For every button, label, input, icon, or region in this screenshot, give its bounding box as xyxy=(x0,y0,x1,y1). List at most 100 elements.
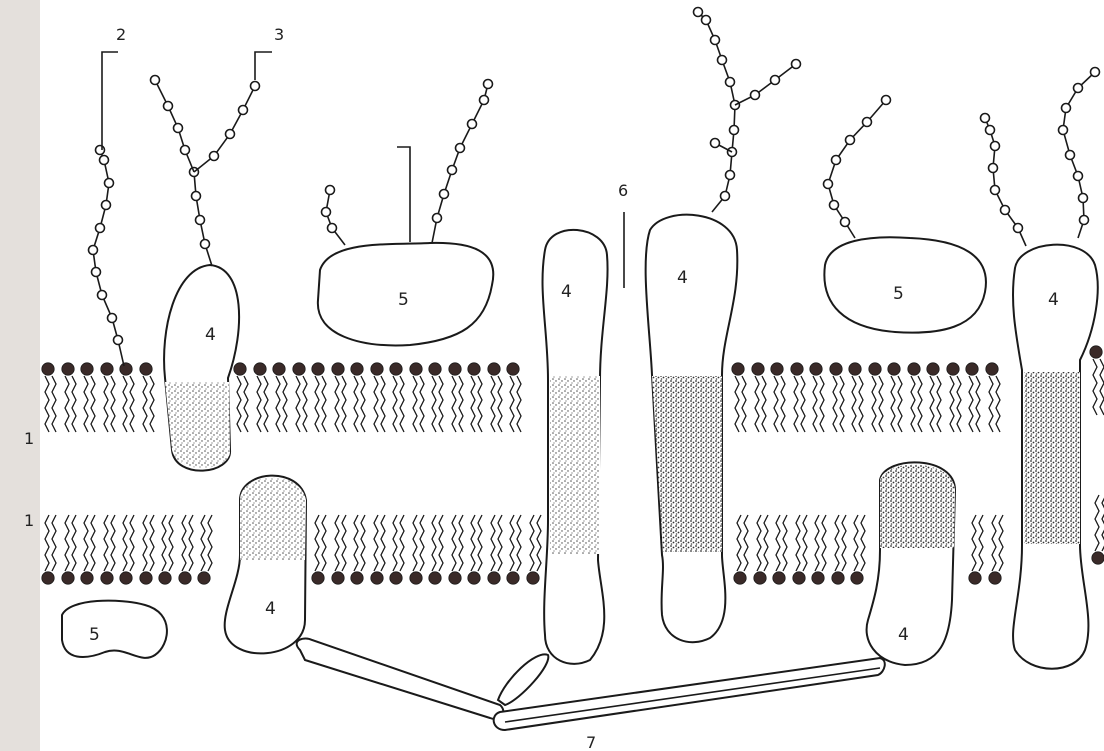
sugar-bead xyxy=(1066,151,1075,160)
lipid-tail xyxy=(517,515,521,571)
lipid-tail xyxy=(794,376,798,432)
sugar-bead xyxy=(151,76,160,85)
sugar-bead xyxy=(328,224,337,233)
lipid-tail xyxy=(130,515,134,571)
sugar-chain xyxy=(194,86,255,172)
bracket-5-top xyxy=(397,147,410,242)
lipid-tail xyxy=(84,515,88,571)
lipid-tail xyxy=(957,376,961,432)
lipid-tail xyxy=(803,515,807,571)
phospholipid-head xyxy=(793,572,805,584)
phospholipid-head xyxy=(488,363,500,375)
sugar-bead xyxy=(440,190,449,199)
phospholipid-head xyxy=(81,363,93,375)
lipid-tail xyxy=(432,376,436,432)
lipid-tail xyxy=(432,515,436,571)
phospholipid-head xyxy=(449,572,461,584)
label-5-right: 5 xyxy=(893,284,904,304)
lipid-tail xyxy=(374,376,378,432)
phospholipid-head xyxy=(312,363,324,375)
phospholipid-head xyxy=(507,572,519,584)
lipid-tail xyxy=(381,515,385,571)
phospholipid-head xyxy=(351,363,363,375)
sugar-bead xyxy=(433,214,442,223)
lipid-tail xyxy=(937,376,941,432)
lipid-tail xyxy=(972,515,976,571)
phospholipid-head xyxy=(754,572,766,584)
lipid-tail xyxy=(143,515,147,571)
lipid-tail xyxy=(999,515,1003,571)
phospholipid-head xyxy=(332,363,344,375)
lipid-tail xyxy=(45,376,49,432)
lipid-tail xyxy=(315,376,319,432)
sugar-bead xyxy=(771,76,780,85)
lipid-tail xyxy=(322,515,326,571)
phospholipid-head xyxy=(966,363,978,375)
phospholipid-head xyxy=(390,572,402,584)
sugar-bead xyxy=(1059,126,1068,135)
sugar-bead xyxy=(991,142,1000,151)
lipid-tail xyxy=(459,515,463,571)
phospholipid-head xyxy=(830,363,842,375)
phospholipid-head xyxy=(198,572,210,584)
sugar-bead xyxy=(96,224,105,233)
sugar-bead xyxy=(100,156,109,165)
lipid-tail xyxy=(918,376,922,432)
lipid-tail xyxy=(123,515,127,571)
sugar-bead xyxy=(196,216,205,225)
phospholipid-head xyxy=(390,363,402,375)
lipid-tail xyxy=(764,515,768,571)
lipid-tail xyxy=(354,515,358,571)
label-5-left: 5 xyxy=(89,625,100,645)
phospholipid-head xyxy=(888,363,900,375)
sugar-bead xyxy=(226,130,235,139)
lipid-tail xyxy=(872,376,876,432)
lipid-tail xyxy=(498,515,502,571)
lipid-tail xyxy=(742,376,746,432)
lipid-tail xyxy=(911,376,915,432)
lipid-tail xyxy=(52,376,56,432)
sugar-bead xyxy=(1079,194,1088,203)
phospholipid-head xyxy=(488,572,500,584)
sugar-bead xyxy=(726,171,735,180)
lipid-tail xyxy=(208,515,212,571)
sugar-chain xyxy=(735,64,796,105)
phospholipid-head xyxy=(969,572,981,584)
lipid-tail xyxy=(420,515,424,571)
sugar-bead xyxy=(96,146,105,155)
lipid-tail xyxy=(471,376,475,432)
lipid-tail xyxy=(276,376,280,432)
sugar-bead xyxy=(164,102,173,111)
sugar-bead xyxy=(711,36,720,45)
sugar-bead xyxy=(726,78,735,87)
sugar-bead xyxy=(239,106,248,115)
sugar-bead xyxy=(1074,172,1083,181)
lipid-tail xyxy=(182,515,186,571)
sugar-bead xyxy=(730,126,739,135)
sugar-bead xyxy=(751,91,760,100)
lipid-tail xyxy=(420,376,424,432)
label-4-c: 4 xyxy=(561,282,572,302)
lipid-tail xyxy=(72,376,76,432)
phospholipid-head xyxy=(254,363,266,375)
lipid-tail xyxy=(801,376,805,432)
phospholipid-head xyxy=(62,572,74,584)
phospholipid-head xyxy=(732,363,744,375)
sugar-bead xyxy=(702,16,711,25)
lipid-tail xyxy=(104,376,108,432)
phospholipid-head xyxy=(986,363,998,375)
phospholipid-head xyxy=(371,572,383,584)
lipid-tail xyxy=(842,515,846,571)
phospholipid-head xyxy=(989,572,1001,584)
lipid-tail xyxy=(84,376,88,432)
lipid-tail xyxy=(257,376,261,432)
sugar-bead xyxy=(92,268,101,277)
phospholipid-head xyxy=(179,572,191,584)
lipid-tail xyxy=(783,515,787,571)
sugar-bead xyxy=(989,164,998,173)
lipid-tail xyxy=(104,515,108,571)
sugar-bead xyxy=(792,60,801,69)
sugar-bead xyxy=(694,8,703,17)
lipid-tail xyxy=(111,376,115,432)
